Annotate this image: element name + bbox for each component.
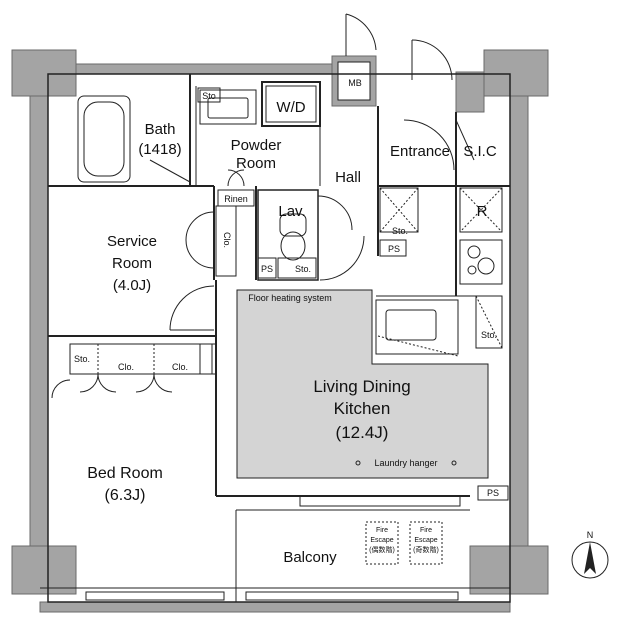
entrance-sto-label: Sto. [392, 226, 408, 236]
bath-label: Bath [145, 121, 176, 138]
lav-sto-label: Sto. [295, 264, 311, 274]
powder-sto-label: Sto [202, 91, 216, 101]
r-label: R [477, 203, 488, 220]
service-clo-label: Clo. [222, 232, 232, 248]
sic-label: S.I.C [463, 143, 497, 160]
powder-label: Powder [231, 137, 282, 154]
bathtub [77, 95, 131, 183]
lav-label: Lav. [278, 203, 305, 220]
floor-heating-label: Floor heating system [248, 293, 332, 303]
bed-size: (6.3J) [105, 487, 146, 504]
hall-ps-label: PS [261, 264, 273, 274]
ldk-size: (12.4J) [336, 423, 389, 442]
balcony-ps-label: PS [487, 488, 499, 498]
fixtures [51, 13, 509, 601]
bed-clo-label-1: Clo. [118, 362, 134, 372]
toilet [279, 213, 307, 237]
powder-label-2: Room [236, 155, 276, 172]
kitchen-sto-label: Sto. [481, 330, 497, 340]
service-size: (4.0J) [113, 277, 151, 294]
laundry-label: Laundry hanger [374, 458, 437, 468]
bed-sto-label: Sto. [74, 354, 90, 364]
entrance-ps-label: PS [388, 244, 400, 254]
bed-clo-label-2: Clo. [172, 362, 188, 372]
fire1-label: Fire [376, 527, 388, 534]
cooktop [459, 239, 503, 285]
fire2-label-3: (奇数階) [413, 545, 439, 554]
north-arrow-icon [584, 542, 596, 574]
laundry-hook-icon [451, 460, 457, 466]
rinen-label: Rinen [224, 194, 248, 204]
service-label-2: Room [112, 255, 152, 272]
wd-label: W/D [276, 99, 305, 116]
entrance-label: Entrance [390, 143, 450, 160]
service-label: Service [107, 233, 157, 250]
fire2-label: Fire [420, 527, 432, 534]
ldk-label: Living Dining [313, 377, 410, 396]
fire2-label-2: Escape [414, 537, 437, 544]
ldk-label-2: Kitchen [334, 399, 391, 418]
room-labels: Bath (1418) Powder Room W/D Sto MB Entra… [74, 78, 499, 566]
hall-label: Hall [335, 169, 361, 186]
bath-size: (1418) [138, 141, 181, 158]
north-label: N [587, 530, 594, 540]
mb-label: MB [348, 78, 362, 88]
fire1-label-3: (偶数階) [369, 545, 395, 554]
balcony-label: Balcony [283, 549, 337, 566]
floor-heating-area [236, 289, 489, 479]
north-arrow: N [571, 530, 609, 579]
fire1-label-2: Escape [370, 537, 393, 544]
bed-label: Bed Room [87, 465, 163, 482]
laundry-hook-icon [355, 460, 361, 466]
